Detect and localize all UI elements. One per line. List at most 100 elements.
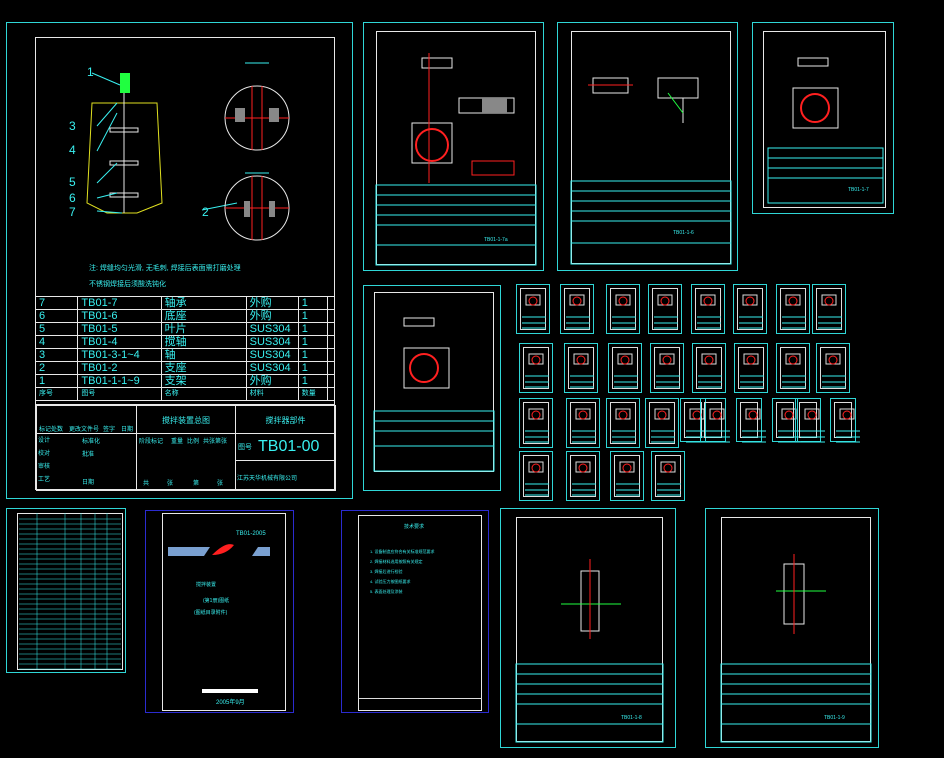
sheet-border: [570, 455, 596, 497]
detail-sheet-5[interactable]: [363, 285, 501, 491]
detail-sheet-9[interactable]: TB01-1-8: [500, 508, 676, 748]
thumbnail-sheet[interactable]: [566, 451, 600, 501]
thumbnail-sheet[interactable]: [651, 451, 685, 501]
sheet-border: [570, 402, 596, 444]
thumbnail-sheet[interactable]: [610, 451, 644, 501]
note-2: 不锈钢焊接后须酸洗钝化: [89, 281, 166, 288]
detail-drawing: [720, 554, 872, 743]
bom-name: 叶片: [160, 322, 247, 336]
sheet-border: [652, 288, 678, 330]
thumbnail-sheet[interactable]: [680, 398, 710, 443]
thumbnail-sheet[interactable]: [733, 284, 767, 334]
thumbnail-sheet[interactable]: [830, 398, 860, 443]
bom-material: SUS304: [245, 348, 299, 362]
thumbnail-sheet[interactable]: [645, 398, 679, 448]
roles-block: 设计 校对 审核 工艺 标准化 批准 日期: [36, 433, 137, 491]
thumbnail-sheet[interactable]: [692, 343, 726, 393]
sheet-border: [568, 347, 594, 389]
thumbnail-drawing: [742, 408, 766, 443]
bom-code: TB01-1-1~9: [77, 374, 162, 388]
sheet-border: [695, 288, 721, 330]
thumbnail-sheet[interactable]: [691, 284, 725, 334]
title-right: 搅拌器部件: [235, 405, 336, 434]
thumbnail-sheet[interactable]: [795, 398, 825, 443]
assembly-drawing-sheet[interactable]: 1 2 3 4 5 6 7 注: 焊缝均匀光滑, 无毛刺, 焊接后表面需打磨处理…: [6, 22, 353, 499]
mid-label: 日期: [82, 480, 95, 486]
note-line: 2. 焊接材料选用按照有关规定: [370, 559, 423, 564]
bom-qty: 1: [297, 296, 329, 310]
thumbnail-drawing: [818, 294, 842, 329]
sheet-border: [696, 347, 722, 389]
sheet-border: [612, 347, 638, 389]
thumbnail-sheet[interactable]: [772, 398, 802, 443]
thumbnail-sheet[interactable]: [519, 451, 553, 501]
bom-material: 外购: [245, 296, 299, 310]
thumbnail-sheet[interactable]: [566, 398, 600, 448]
thumbnail-sheet[interactable]: [606, 398, 640, 448]
bom-remark: [327, 296, 335, 310]
bom-name: 名称: [160, 387, 247, 401]
cover-title: 搅拌装置: [196, 582, 217, 588]
thumbnail-drawing: [654, 294, 678, 329]
technical-notes-sheet[interactable]: 技术要求 1. 设备制造应符合有关标准规范要求 2. 焊接材料选用按照有关规定 …: [341, 510, 489, 713]
detail-sheet-10[interactable]: TB01-1-9: [705, 508, 879, 748]
bom-remark: [327, 387, 335, 401]
bom-code: TB01-3-1~4: [77, 348, 162, 362]
detail-drawing: [767, 57, 884, 204]
rev-label: 标记: [39, 427, 52, 433]
sheet-count-label: 第: [193, 481, 200, 487]
thumbnail-sheet[interactable]: [816, 343, 850, 393]
bom-name: 底座: [160, 309, 247, 323]
drawing-number-label: 图号: [238, 444, 252, 451]
drawing-code: TB01-1-8: [621, 715, 642, 721]
detail-sheet-2[interactable]: TB01-1-7a: [363, 22, 544, 271]
balloon-6: 6: [69, 191, 76, 205]
bom-name: 轴: [160, 348, 247, 362]
thumbnail-drawing: [836, 408, 860, 443]
thumbnail-sheet[interactable]: [519, 343, 553, 393]
note-line: 1. 设备制造应符合有关标准规范要求: [370, 549, 435, 554]
sheet-border: [523, 455, 549, 497]
note-line: 4. 试验压力按图纸要求: [370, 579, 411, 584]
thumbnail-drawing: [612, 408, 636, 443]
mid-label: 标准化: [82, 439, 101, 445]
thumbnail-sheet[interactable]: [606, 284, 640, 334]
role-label: 设计: [38, 438, 51, 444]
thumbnail-sheet[interactable]: [776, 284, 810, 334]
sheet-border: [610, 402, 636, 444]
thumbnail-sheet[interactable]: [516, 284, 550, 334]
drawing-code: TB01-1-7a: [484, 237, 508, 243]
thumbnail-drawing: [739, 294, 763, 329]
sheet-count-label: 张: [167, 481, 174, 487]
sheet-count-label: 张: [217, 481, 224, 487]
sheet-border: [738, 347, 764, 389]
thumbnail-sheet[interactable]: [650, 343, 684, 393]
thumbnail-drawing: [651, 408, 675, 443]
thumbnail-drawing: [698, 353, 722, 388]
sheet-border: [564, 288, 590, 330]
bom-qty: 1: [297, 322, 329, 336]
drawing-list-table: [19, 513, 121, 670]
thumbnail-sheet[interactable]: [519, 398, 553, 448]
bom-remark: [327, 361, 335, 375]
thumbnail-sheet[interactable]: [776, 343, 810, 393]
detail-sheet-3[interactable]: TB01-1-6: [557, 22, 738, 271]
balloon-7: 7: [69, 205, 76, 219]
thumbnail-sheet[interactable]: [560, 284, 594, 334]
thumbnail-sheet[interactable]: [700, 398, 730, 443]
thumbnail-sheet[interactable]: [564, 343, 598, 393]
thumbnail-sheet[interactable]: [648, 284, 682, 334]
thumbnail-sheet[interactable]: [736, 398, 766, 443]
cover-sheet[interactable]: TB01-2005 搅拌装置 (第1册)图纸 (图纸目录附件) 2005年9月: [145, 510, 294, 713]
bom-material: SUS304: [245, 361, 299, 375]
thumbnail-sheet[interactable]: [608, 343, 642, 393]
thumbnail-sheet[interactable]: [812, 284, 846, 334]
thumbnail-drawing: [706, 408, 730, 443]
detail-sheet-4[interactable]: TB01-1-7: [752, 22, 894, 214]
thumbnail-sheet[interactable]: [734, 343, 768, 393]
drawing-list-sheet[interactable]: [6, 508, 126, 673]
